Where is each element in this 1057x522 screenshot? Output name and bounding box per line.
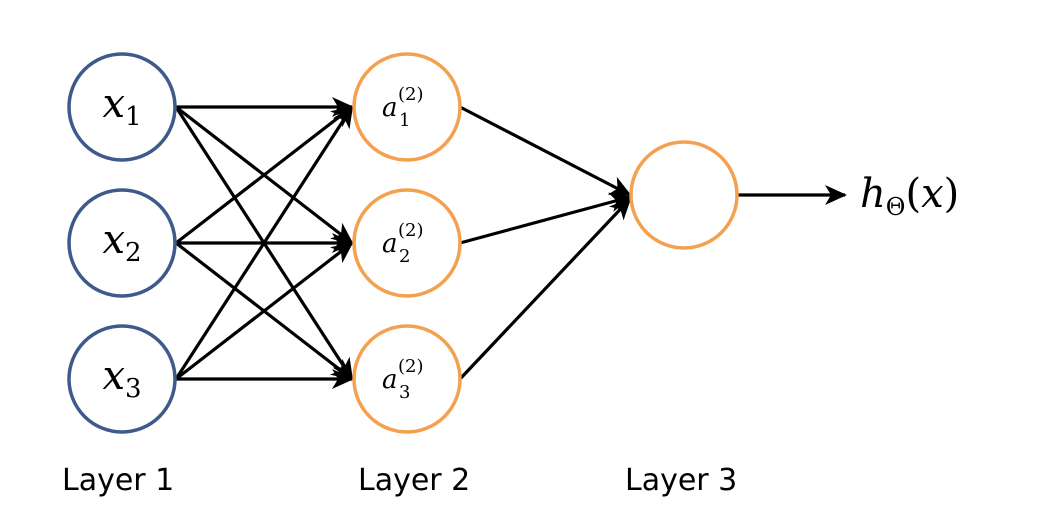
input-node-label: x3 <box>102 353 141 404</box>
hidden-layer: a (2) 1 a (2) 2 a (2) 3 <box>352 52 462 434</box>
hidden-node-circle <box>352 52 462 162</box>
layer-2-label: Layer 2 <box>358 463 470 498</box>
edge-x3-a1 <box>174 105 354 380</box>
edge-x3-a2 <box>175 241 354 381</box>
edge-x2-a1 <box>175 105 354 245</box>
layer-labels: Layer 1 Layer 2 Layer 3 <box>62 463 737 498</box>
hidden-node-circle <box>352 324 462 434</box>
input-node-circle <box>67 52 177 162</box>
hidden-node-a1: a (2) 1 <box>352 52 462 162</box>
hidden-node-sub: 2 <box>399 246 410 267</box>
hidden-node-sup: (2) <box>398 356 424 377</box>
input-node-label: x2 <box>102 217 141 268</box>
input-node-x1: x1 <box>67 52 177 162</box>
edge-a1-out <box>459 105 632 197</box>
layer-3-label: Layer 3 <box>625 463 737 498</box>
output-label: hΘ(x) <box>860 171 959 221</box>
output-node-circle <box>629 140 739 250</box>
layer-1-label: Layer 1 <box>62 463 174 498</box>
hidden-node-var: a <box>382 229 398 259</box>
input-node-circle <box>67 324 177 434</box>
edge-a3-out <box>458 197 632 381</box>
hidden-node-a2: a (2) 2 <box>352 188 462 298</box>
hidden-node-var: a <box>382 365 398 395</box>
hidden-node-circle <box>352 188 462 298</box>
hidden-node-sub: 3 <box>399 382 410 403</box>
output-layer <box>629 140 739 250</box>
input-node-x2: x2 <box>67 188 177 298</box>
hidden-node-sub: 1 <box>399 110 410 131</box>
edges-hidden-to-output <box>458 105 632 381</box>
hidden-node-var: a <box>382 93 398 123</box>
edge-a2-out <box>459 192 632 245</box>
input-node-x3: x3 <box>67 324 177 434</box>
input-node-circle <box>67 188 177 298</box>
edges-input-to-hidden <box>174 97 354 389</box>
hidden-node-sup: (2) <box>398 84 424 105</box>
input-layer: x1 x2 x3 <box>67 52 177 434</box>
input-node-label: x1 <box>102 81 141 132</box>
hidden-node-a3: a (2) 3 <box>352 324 462 434</box>
hidden-node-sup: (2) <box>398 220 424 241</box>
